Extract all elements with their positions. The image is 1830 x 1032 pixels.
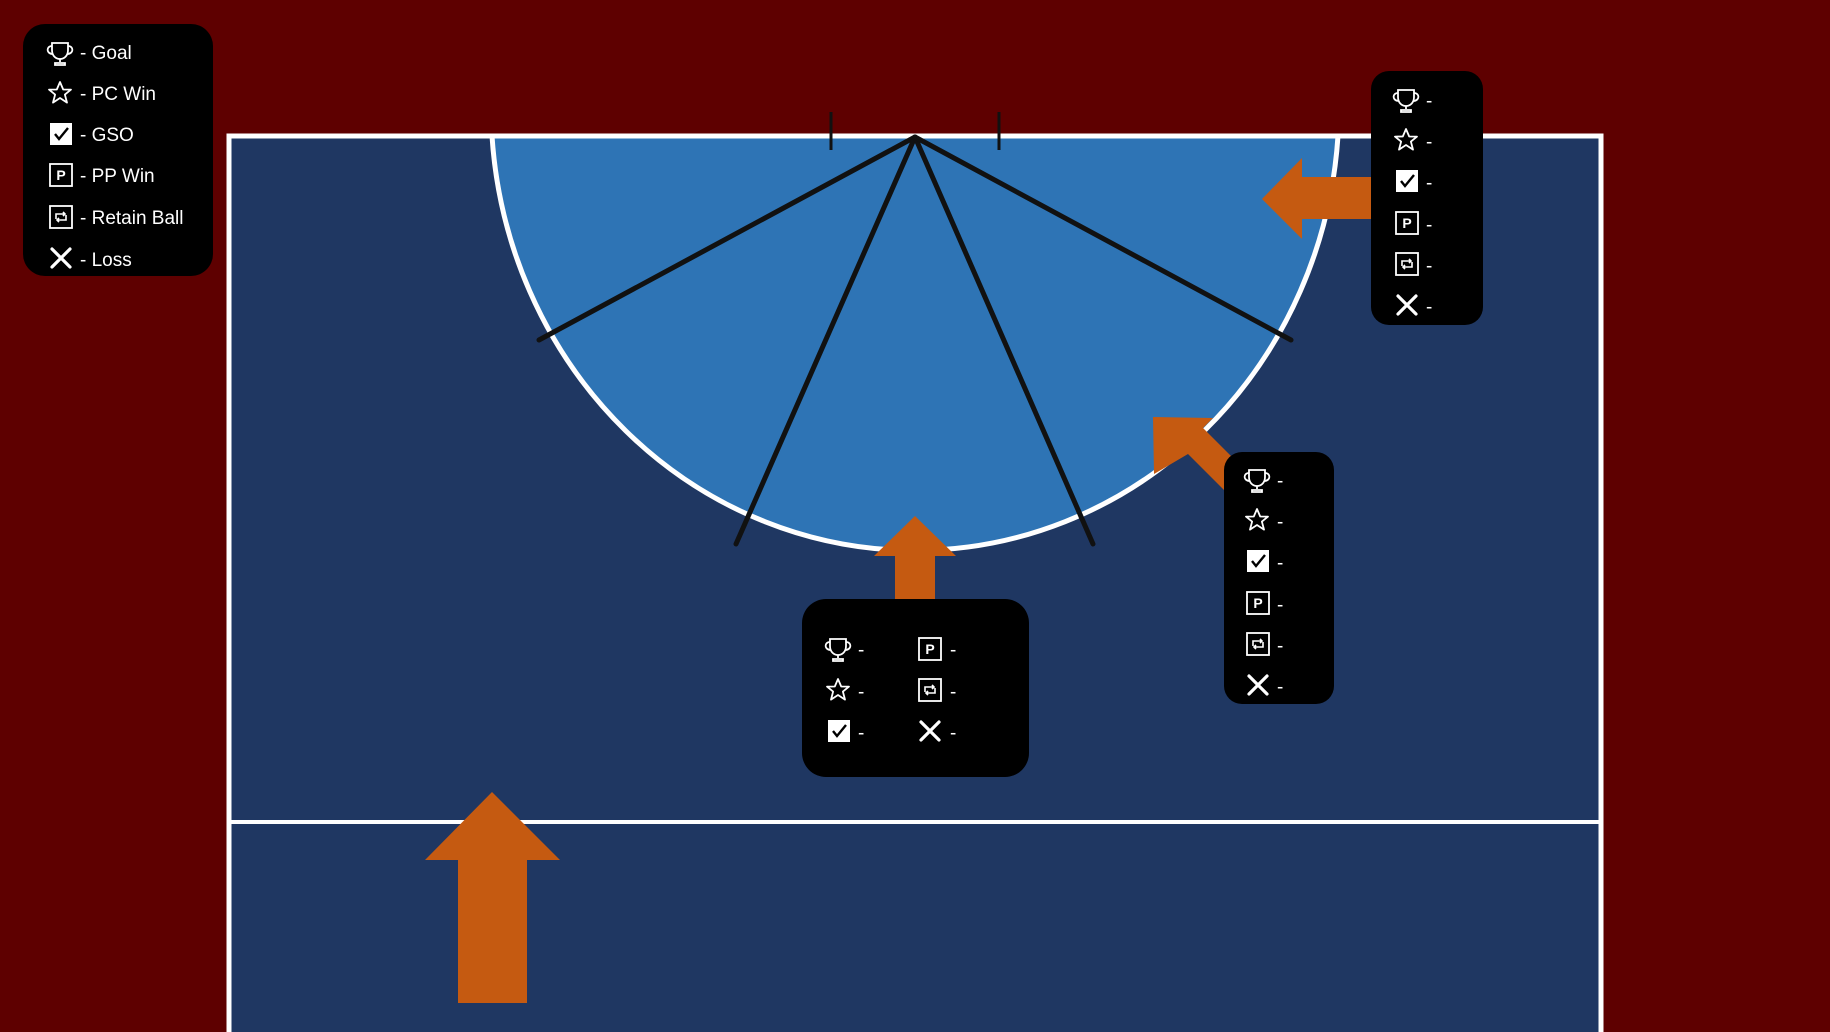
legend-label-gso: - GSO xyxy=(80,125,134,146)
stat-pc-win: - xyxy=(858,682,864,703)
arrow-up-large xyxy=(425,792,560,1003)
legend-label-pc-win: - PC Win xyxy=(80,84,156,105)
stat-pc-win: - xyxy=(1426,132,1432,153)
arrow-diagonal xyxy=(1153,417,1240,492)
stat-retain-ball: - xyxy=(1426,256,1432,277)
stat-pp-win: - xyxy=(1277,595,1283,616)
arrow-up-center xyxy=(874,516,956,600)
check-box-icon xyxy=(1245,548,1271,574)
stat-gso: - xyxy=(1277,553,1283,574)
stat-pc-win: - xyxy=(1277,512,1283,533)
stat-box-middle-right: - - - - - - xyxy=(1224,452,1334,704)
arrow-left-top xyxy=(1262,158,1372,239)
stat-loss: - xyxy=(950,723,956,744)
stat-pp-win: - xyxy=(950,640,956,661)
check-box-icon xyxy=(826,718,852,744)
check-box-icon xyxy=(48,121,74,147)
check-box-icon xyxy=(1394,168,1420,194)
legend-label-retain-ball: - Retain Ball xyxy=(80,208,184,229)
stat-goal: - xyxy=(1277,471,1283,492)
stat-gso: - xyxy=(858,723,864,744)
legend-label-pp-win: - PP Win xyxy=(80,166,155,187)
stat-box-right: - - - - - - xyxy=(1371,71,1483,325)
stat-pp-win: - xyxy=(1426,215,1432,236)
stat-goal: - xyxy=(858,640,864,661)
legend-label-goal: - Goal xyxy=(80,43,132,64)
stat-loss: - xyxy=(1426,297,1432,318)
stat-goal: - xyxy=(1426,91,1432,112)
stat-loss: - xyxy=(1277,677,1283,698)
zone-dividers xyxy=(536,134,1294,547)
stat-retain-ball: - xyxy=(950,682,956,703)
stat-retain-ball: - xyxy=(1277,636,1283,657)
stat-gso: - xyxy=(1426,173,1432,194)
legend: - Goal - PC Win - GSO - PP Win - Retain … xyxy=(23,24,213,276)
stat-box-center: - - - - - - xyxy=(802,599,1029,777)
legend-label-loss: - Loss xyxy=(80,250,132,271)
